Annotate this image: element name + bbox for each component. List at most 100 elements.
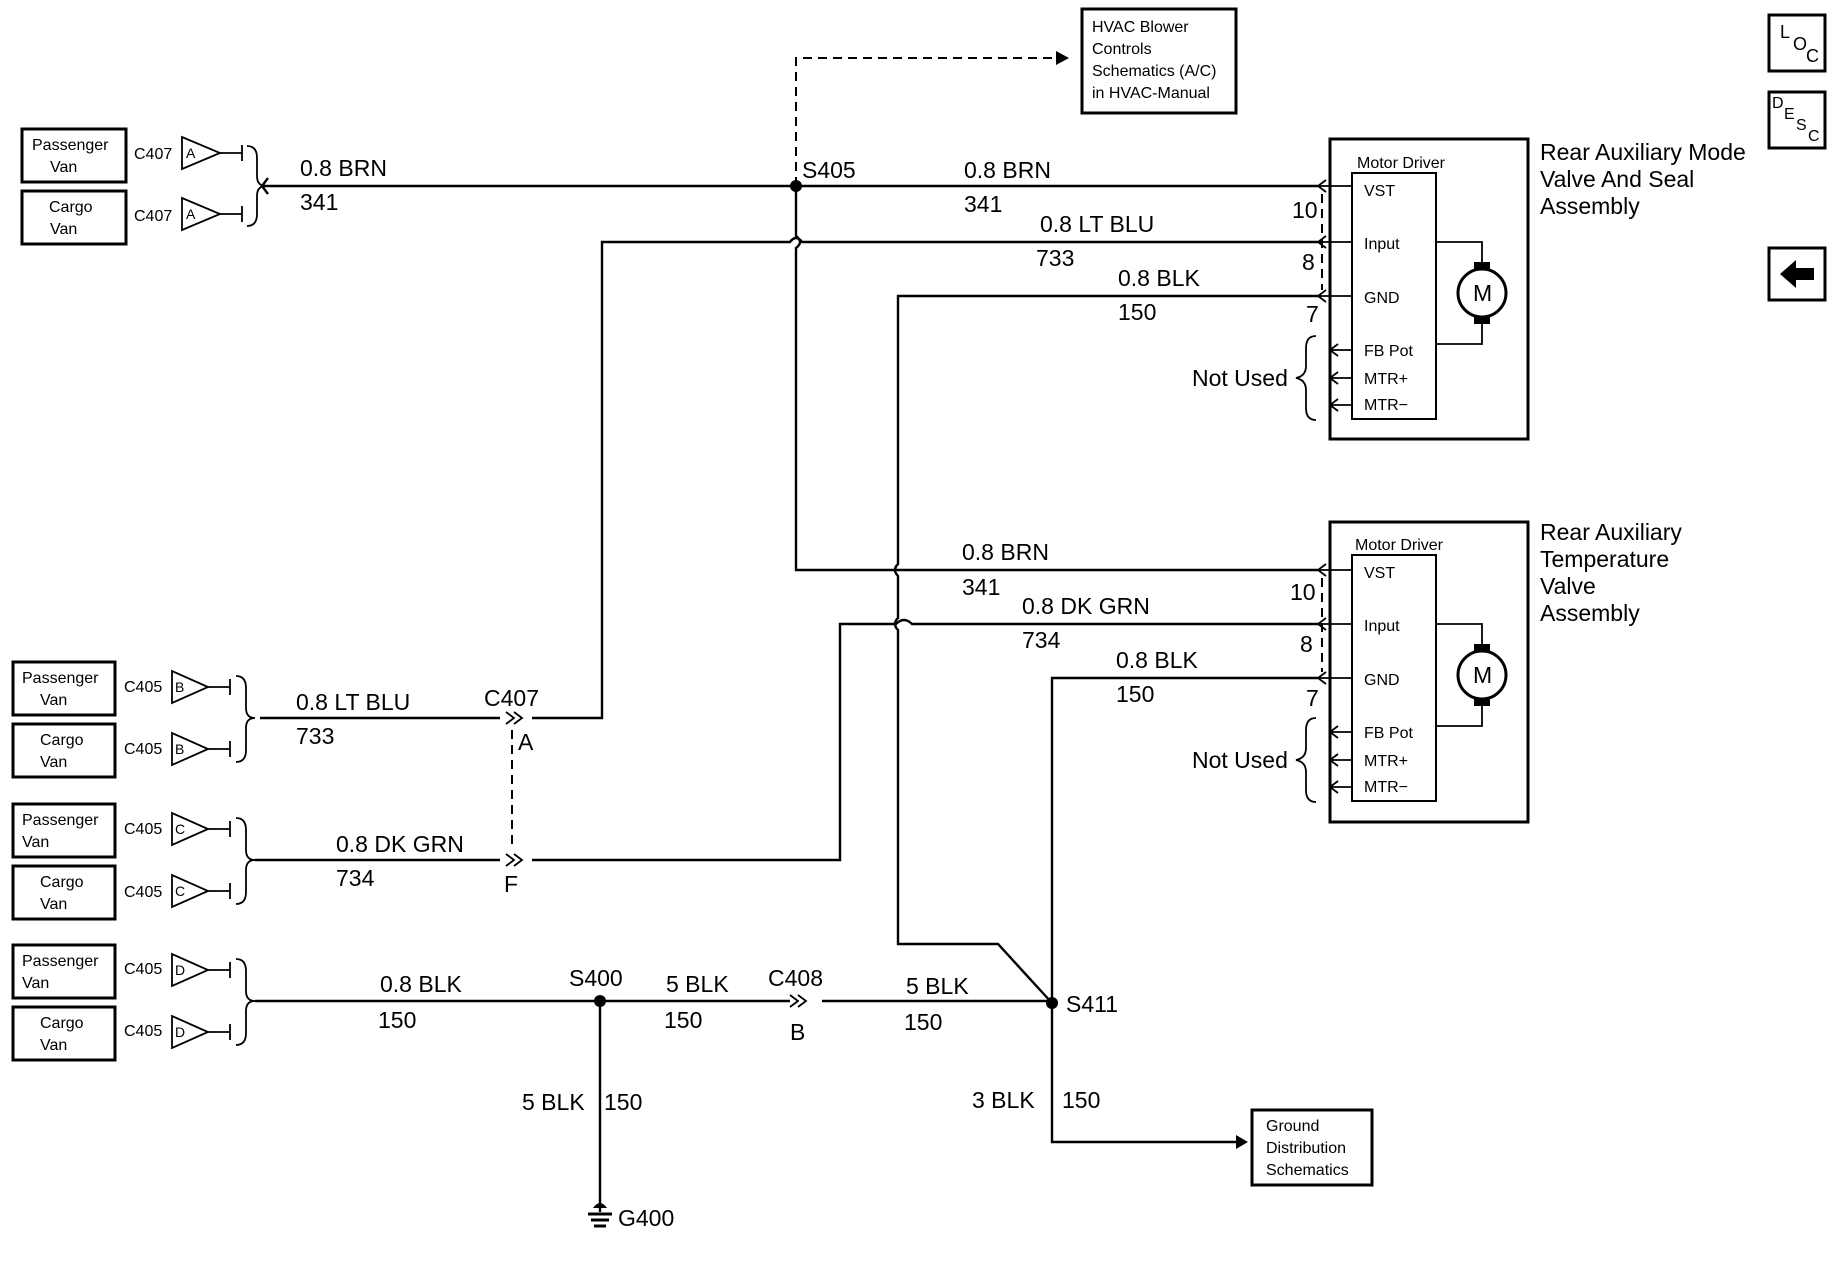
svg-text:Passenger: Passenger [22, 812, 99, 829]
motor-icon: M [1473, 662, 1492, 688]
svg-text:734: 734 [336, 865, 375, 891]
svg-text:MTR−: MTR− [1364, 779, 1408, 796]
module-mode-valve[interactable]: Motor Driver VST Input GND FB Pot MTR+ M… [1192, 137, 1746, 441]
svg-text:0.8 DK GRN: 0.8 DK GRN [1022, 593, 1150, 619]
svg-text:C405: C405 [124, 1023, 162, 1040]
c407-pin-a: A [518, 729, 534, 755]
motor-icon: M [1473, 280, 1492, 306]
svg-text:C405: C405 [124, 961, 162, 978]
ground-ref-line-3: Schematics [1266, 1162, 1349, 1179]
svg-text:D: D [175, 962, 185, 978]
variant-group-c405-b: Passenger Van Cargo Van C405 C405 B B [11, 660, 256, 779]
svg-text:734: 734 [1022, 627, 1061, 653]
c408-label: C408 [768, 965, 823, 991]
svg-text:S: S [1796, 117, 1807, 134]
module-title-line-3: Valve [1540, 573, 1596, 599]
motor-driver-box [1351, 554, 1437, 802]
wiring [255, 177, 1318, 1212]
variant-box-passenger [20, 127, 128, 184]
svg-text:150: 150 [664, 1007, 702, 1033]
svg-text:0.8 BRN: 0.8 BRN [964, 157, 1051, 183]
svg-text:150: 150 [1118, 299, 1156, 325]
variant-box-cargo [20, 189, 128, 246]
svg-text:C: C [1808, 128, 1820, 145]
svg-text:5 BLK: 5 BLK [906, 973, 969, 999]
svg-text:C: C [1806, 46, 1819, 66]
svg-text:150: 150 [604, 1089, 642, 1115]
svg-text:0.8 BLK: 0.8 BLK [1116, 647, 1198, 673]
s400-label: S400 [569, 965, 623, 991]
svg-text:MTR+: MTR+ [1364, 753, 1408, 770]
back-arrow-icon [1780, 260, 1814, 288]
svg-text:O: O [1793, 34, 1807, 54]
svg-text:Van: Van [50, 159, 77, 176]
ground-distribution-reference-box[interactable]: Ground Distribution Schematics [1250, 1108, 1374, 1187]
svg-text:Passenger: Passenger [32, 137, 109, 154]
svg-text:150: 150 [378, 1007, 416, 1033]
variant-group-c405-d: Passenger Van Cargo Van C405 C405 D D [11, 943, 256, 1062]
module-title-line-2: Temperature [1540, 546, 1669, 572]
svg-text:150: 150 [1116, 681, 1154, 707]
svg-text:Van: Van [40, 754, 67, 771]
svg-text:GND: GND [1364, 290, 1400, 307]
svg-text:VST: VST [1364, 565, 1395, 582]
svg-text:C: C [175, 821, 185, 837]
ground-ref-line-1: Ground [1266, 1118, 1319, 1135]
hvac-ref-line-4: in HVAC-Manual [1092, 85, 1210, 102]
motor-driver-box [1351, 172, 1437, 420]
svg-text:7: 7 [1306, 301, 1319, 327]
svg-text:733: 733 [1036, 245, 1074, 271]
inline-connector-c407[interactable]: C407 A F [484, 685, 539, 897]
svg-text:5 BLK: 5 BLK [666, 971, 729, 997]
back-button[interactable] [1767, 246, 1827, 302]
svg-text:Van: Van [40, 692, 67, 709]
svg-text:341: 341 [964, 191, 1002, 217]
svg-text:A: A [186, 145, 196, 161]
splice-s411[interactable]: S411 [1046, 991, 1118, 1017]
svg-text:MTR−: MTR− [1364, 397, 1408, 414]
svg-text:D: D [175, 1024, 185, 1040]
svg-text:10: 10 [1290, 579, 1316, 605]
splice-s405[interactable]: S405 [790, 157, 856, 192]
svg-text:733: 733 [296, 723, 334, 749]
svg-text:150: 150 [1062, 1087, 1100, 1113]
c407-label: C407 [484, 685, 539, 711]
svg-text:10: 10 [1292, 197, 1318, 223]
ground-icon [588, 1212, 612, 1228]
svg-text:Passenger: Passenger [22, 953, 99, 970]
s411-label: S411 [1066, 991, 1118, 1017]
ground-g400[interactable]: G400 [588, 1203, 674, 1231]
splice-s400[interactable]: S400 [569, 965, 623, 1007]
svg-text:Cargo: Cargo [49, 199, 93, 216]
hvac-ref-line-3: Schematics (A/C) [1092, 63, 1216, 80]
svg-text:8: 8 [1300, 631, 1313, 657]
svg-text:0.8 BLK: 0.8 BLK [380, 971, 462, 997]
hvac-reference-box[interactable]: HVAC Blower Controls Schematics (A/C) in… [1080, 7, 1238, 115]
svg-text:Van: Van [40, 896, 67, 913]
loc-icon: L [1780, 22, 1790, 42]
wire-labels: 0.8 BRN 341 0.8 BRN 341 0.8 LT BLU 733 0… [296, 155, 1200, 1115]
inline-connector-c408[interactable]: C408 B [768, 965, 823, 1045]
desc-icon: D [1772, 95, 1784, 112]
module-title-line-2: Valve And Seal [1540, 166, 1694, 192]
svg-text:Van: Van [22, 975, 49, 992]
hvac-ref-line-1: HVAC Blower [1092, 19, 1189, 36]
loc-button[interactable]: L O C [1767, 13, 1827, 73]
svg-text:3 BLK: 3 BLK [972, 1087, 1035, 1113]
svg-text:B: B [175, 679, 184, 695]
module-title-line-3: Assembly [1540, 193, 1640, 219]
svg-text:C405: C405 [124, 741, 162, 758]
not-used-label: Not Used [1192, 747, 1288, 773]
connector-label: C407 [134, 208, 172, 225]
svg-text:Cargo: Cargo [40, 732, 84, 749]
svg-text:Cargo: Cargo [40, 1015, 84, 1032]
svg-text:Input: Input [1364, 236, 1400, 253]
svg-text:0.8 LT BLU: 0.8 LT BLU [1040, 211, 1154, 237]
c408-pin-b: B [790, 1019, 805, 1045]
svg-text:GND: GND [1364, 672, 1400, 689]
module-temperature-valve[interactable]: Motor Driver VST Input GND FB Pot MTR+ M… [1192, 519, 1682, 824]
svg-text:5 BLK: 5 BLK [522, 1089, 585, 1115]
desc-button[interactable]: D E S C [1767, 90, 1827, 150]
svg-text:Van: Van [22, 834, 49, 851]
motor-driver-label: Motor Driver [1355, 537, 1444, 554]
